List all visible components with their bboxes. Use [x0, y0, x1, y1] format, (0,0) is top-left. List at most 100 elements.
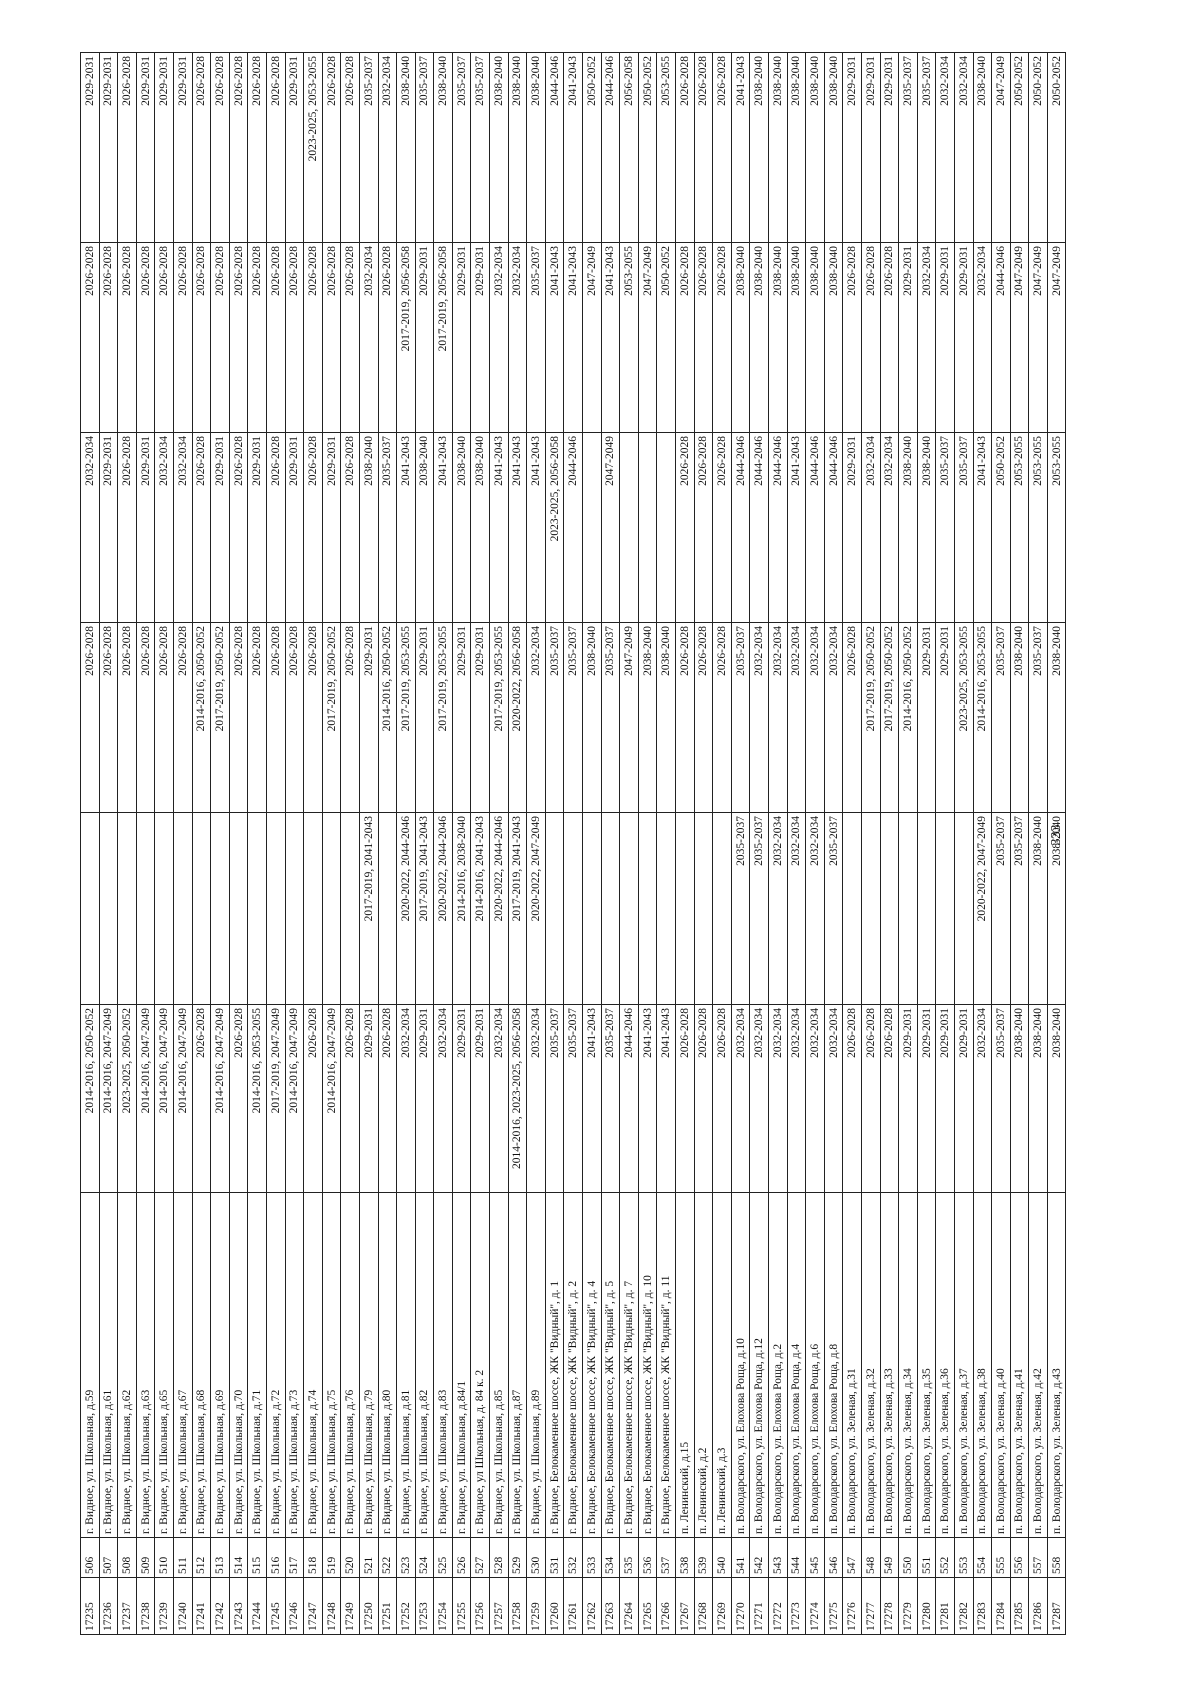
- address-cell: п. Ленинский, д.15: [675, 1192, 695, 1538]
- address-cell: п. Ленинский, д.2: [694, 1192, 713, 1538]
- address-cell: г. Видное, ул. Школьная, д.68: [192, 1192, 211, 1538]
- row-number-cell: 525: [433, 1537, 453, 1578]
- period-4-cell: 2032-2034: [861, 432, 881, 623]
- period-1-cell: 2026-2028: [229, 1004, 248, 1193]
- row-number-cell: 506: [80, 1537, 100, 1578]
- period-3-cell: 2035-2037: [731, 622, 750, 813]
- row-code-cell: 17287: [1047, 1577, 1066, 1635]
- period-3-cell: 2038-2040: [656, 622, 676, 813]
- period-2-cell: 2035-2037: [1010, 812, 1029, 1005]
- period-5-cell: 2026-2028: [303, 242, 323, 433]
- period-4-cell: 2050-2052: [991, 432, 1011, 623]
- address-cell: г. Видное, Белокаменное шоссе, ЖК "Видны…: [563, 1192, 583, 1538]
- period-3-cell: 2035-2037: [991, 622, 1011, 813]
- row-number-cell: 546: [824, 1537, 843, 1578]
- row-code-cell: 17275: [824, 1577, 843, 1635]
- row-code-cell: 17263: [601, 1577, 620, 1635]
- period-2-cell: [192, 812, 211, 1005]
- period-4-cell: 2026-2028: [694, 432, 713, 623]
- period-1-cell: 2032-2034: [489, 1004, 509, 1193]
- period-1-cell: 2038-2040: [1010, 1004, 1029, 1193]
- period-5-cell: 2029-2031: [415, 242, 434, 433]
- period-5-cell: 2032-2034: [917, 242, 936, 433]
- period-3-cell: 2017-2019, 2050-2052: [861, 622, 881, 813]
- row-code-cell: 17286: [1028, 1577, 1048, 1635]
- row-code-cell: 17235: [80, 1577, 100, 1635]
- period-3-cell: 2017-2019, 2050-2052: [880, 622, 899, 813]
- row-code-cell: 17258: [508, 1577, 527, 1635]
- period-2-cell: [917, 812, 936, 1005]
- address-cell: г. Видное, ул. Школьная, д.65: [154, 1192, 174, 1538]
- row-code-cell: 17260: [545, 1577, 564, 1635]
- period-1-cell: 2035-2037: [563, 1004, 583, 1193]
- period-2-cell: 2014-2016, 2038-2040: [452, 812, 471, 1005]
- period-6-cell: 2029-2031: [80, 52, 100, 243]
- period-1-cell: 2014-2016, 2047-2049: [154, 1004, 174, 1193]
- address-cell: г. Видное, ул. Школьная, д.72: [266, 1192, 286, 1538]
- address-cell: г. Видное, ул. Школьная, д.59: [80, 1192, 100, 1538]
- period-3-cell: 2026-2028: [247, 622, 267, 813]
- period-3-cell: 2029-2031: [452, 622, 471, 813]
- row-code-cell: 17284: [991, 1577, 1011, 1635]
- address-cell: г. Видное, Белокаменное шоссе, ЖК "Видны…: [656, 1192, 676, 1538]
- row-code-cell: 17238: [136, 1577, 155, 1635]
- row-number-cell: 554: [973, 1537, 992, 1578]
- period-5-cell: 2038-2040: [731, 242, 750, 433]
- address-cell: г. Видное, Белокаменное шоссе, ЖК "Видны…: [601, 1192, 620, 1538]
- period-3-cell: 2047-2049: [619, 622, 639, 813]
- row-number-cell: 540: [712, 1537, 732, 1578]
- row-number-cell: 522: [378, 1537, 397, 1578]
- period-4-cell: 2041-2043: [973, 432, 992, 623]
- period-3-cell: 2038-2040: [638, 622, 657, 813]
- period-1-cell: 2032-2034: [824, 1004, 843, 1193]
- period-2-cell: 2032-2034: [787, 812, 806, 1005]
- period-4-cell: 2029-2031: [210, 432, 230, 623]
- address-cell: п. Володарского, ул. Зеленая, д.43: [1047, 1192, 1066, 1538]
- period-5-cell: 2038-2040: [824, 242, 843, 433]
- period-4-cell: 2035-2037: [378, 432, 397, 623]
- row-code-cell: 17282: [954, 1577, 973, 1635]
- period-5-cell: 2050-2052: [656, 242, 676, 433]
- period-2-cell: [378, 812, 397, 1005]
- period-6-cell: 2029-2031: [154, 52, 174, 243]
- row-number-cell: 517: [285, 1537, 304, 1578]
- period-4-cell: 2029-2031: [322, 432, 341, 623]
- period-2-cell: [582, 812, 602, 1005]
- period-2-cell: 2035-2037: [824, 812, 843, 1005]
- period-6-cell: 2038-2040: [526, 52, 546, 243]
- period-1-cell: 2032-2034: [805, 1004, 825, 1193]
- period-6-cell: 2029-2031: [285, 52, 304, 243]
- row-code-cell: 17264: [619, 1577, 639, 1635]
- period-6-cell: 2053-2055: [656, 52, 676, 243]
- period-5-cell: 2029-2031: [898, 242, 918, 433]
- period-3-cell: 2020-2022, 2056-2058: [508, 622, 527, 813]
- period-3-cell: 2038-2040: [1047, 622, 1066, 813]
- row-number-cell: 524: [415, 1537, 434, 1578]
- period-1-cell: 2029-2031: [954, 1004, 973, 1193]
- period-6-cell: 2056-2058: [619, 52, 639, 243]
- period-5-cell: 2026-2028: [880, 242, 899, 433]
- period-4-cell: 2044-2046: [563, 432, 583, 623]
- period-4-cell: 2044-2046: [805, 432, 825, 623]
- period-5-cell: 2026-2028: [192, 242, 211, 433]
- row-code-cell: 17247: [303, 1577, 323, 1635]
- row-code-cell: 17278: [880, 1577, 899, 1635]
- period-4-cell: 2038-2040: [917, 432, 936, 623]
- row-number-cell: 536: [638, 1537, 657, 1578]
- period-4-cell: 2041-2043: [433, 432, 453, 623]
- period-4-cell: 2035-2037: [954, 432, 973, 623]
- row-number-cell: 515: [247, 1537, 267, 1578]
